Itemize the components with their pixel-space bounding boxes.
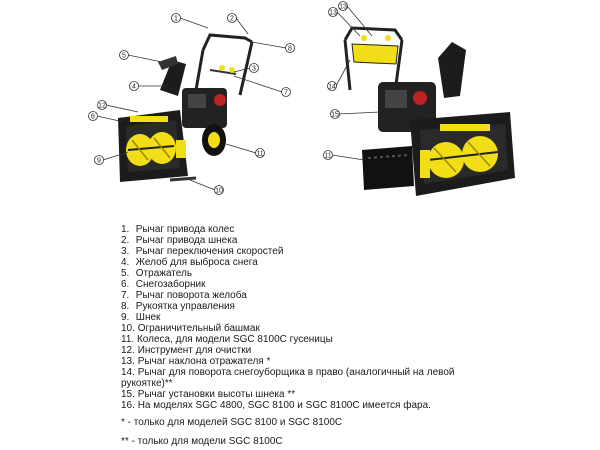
legend-number: 5. [121,268,130,279]
legend-item: 8. Рукоятка управления [121,301,235,312]
callout-11: 11 [256,151,263,158]
legend-item: 13. Рычаг наклона отражателя * [121,356,270,367]
callout-15: 15 [331,112,339,119]
legend-text: На моделях SGC 4800, SGC 8100 и SGC 8100… [137,400,431,411]
callout-2: 2 [230,16,234,23]
callout-13: 13 [339,4,347,11]
legend-item: 11. Колеса, для модели SGC 8100C гусениц… [121,334,333,345]
legend-item: 12. Инструмент для очистки [121,345,251,356]
legend-text: Ограничительный башмак [137,323,260,334]
callout-9: 9 [97,158,101,165]
legend-number: 4. [121,257,130,268]
callout-13b: 13 [329,10,337,17]
legend-item: 3. Рычаг переключения скоростей [121,246,283,257]
snowblower-figure: 1 2 3 4 5 6 7 8 9 10 11 12 [88,1,515,196]
legend-text: Инструмент для очистки [137,345,252,356]
footnote-double-asterisk: ** - только для модели SGC 8100C [121,436,283,447]
legend-text: Колеса, для модели SGC 8100C гусеницы [136,334,333,345]
legend-text: Рычаг установки высоты шнека ** [137,389,296,400]
callout-14: 14 [328,84,336,91]
legend-number: 11. [121,334,135,345]
legend-item: 1. Рычаг привода колес [121,224,234,235]
callout-10: 10 [215,188,223,195]
callout-5: 5 [122,53,126,60]
callout-12: 12 [98,103,106,110]
legend-text: Желоб для выброса снега [135,257,258,268]
legend-item: 16. На моделях SGC 4800, SGC 8100 и SGC … [121,400,431,411]
snowblower-tracked-image [343,26,515,196]
legend-item-continued: рукоятке)** [121,378,173,389]
snowblower-wheeled-image [118,33,254,182]
legend-text: Рукоятка управления [135,301,235,312]
callout-4: 4 [132,84,136,91]
legend-number: 12. [121,345,135,356]
legend-text: Рычаг привода шнека [135,235,238,246]
callout-6: 6 [91,114,95,121]
legend-text: Отражатель [135,268,193,279]
legend-number: 2. [121,235,130,246]
legend-item: 4. Желоб для выброса снега [121,257,258,268]
legend-text: Рычаг для поворота снегоуборщика в право… [137,367,455,378]
legend-item: 15. Рычаг установки высоты шнека ** [121,389,295,400]
legend-number: 9. [121,312,130,323]
legend-number: 3. [121,246,130,257]
legend-item: 14. Рычаг для поворота снегоуборщика в п… [121,367,455,378]
callout-7: 7 [284,90,288,97]
callout-11-right: 11 [324,153,331,160]
callout-8: 8 [288,46,292,53]
footnote-single-asterisk: * - только для моделей SGC 8100 и SGC 81… [121,417,343,428]
legend-number: 16. [121,400,135,411]
legend-item: 6. Снегозаборник [121,279,205,290]
callout-1: 1 [174,16,178,23]
legend-number: 1. [121,224,130,235]
callout-3: 3 [252,66,256,73]
legend-number: 7. [121,290,130,301]
legend-text: Рычаг поворота желоба [135,290,247,301]
legend-text: рукоятке)** [121,378,173,389]
legend-item: 2. Рычаг привода шнека [121,235,237,246]
legend-item: 5. Отражатель [121,268,192,279]
legend-text: Шнек [135,312,161,323]
legend-number: 15. [121,389,135,400]
legend-number: 10. [121,323,135,334]
legend-text: Рычаг наклона отражателя * [137,356,271,367]
legend-item: 9. Шнек [121,312,160,323]
legend-text: Рычаг привода колес [135,224,235,235]
legend-item: 10. Ограничительный башмак [121,323,260,334]
legend-number: 6. [121,279,130,290]
legend-number: 14. [121,367,135,378]
legend-text: Рычаг переключения скоростей [135,246,284,257]
legend-item: 7. Рычаг поворота желоба [121,290,247,301]
legend-number: 8. [121,301,130,312]
legend-number: 13. [121,356,135,367]
legend-text: Снегозаборник [135,279,206,290]
